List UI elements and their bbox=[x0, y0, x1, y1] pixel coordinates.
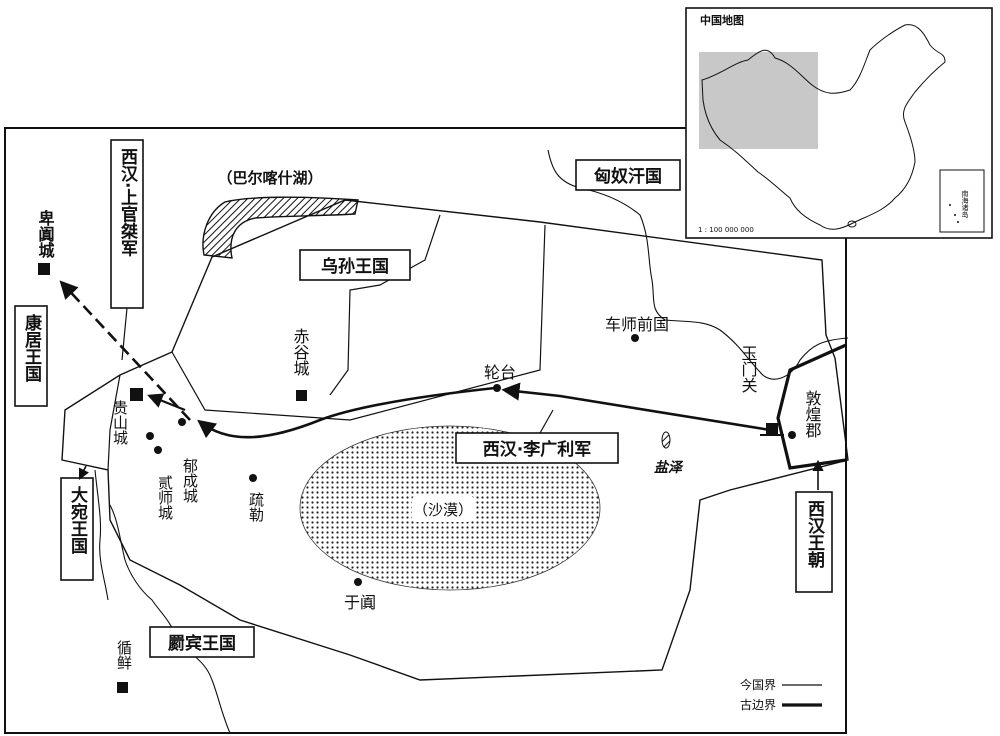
state-boundary-a bbox=[171, 224, 546, 421]
lake-label: （巴尔喀什湖） bbox=[217, 169, 322, 187]
state-boundary-b bbox=[329, 214, 441, 396]
xiongnu-box bbox=[575, 159, 681, 191]
li-guangli-route-east bbox=[501, 382, 771, 432]
ershi-marker bbox=[154, 446, 162, 454]
li-guangli-route-west bbox=[197, 386, 496, 439]
yucheng-label: 郁成城 bbox=[181, 458, 199, 504]
liguangli-pointer bbox=[539, 409, 554, 434]
legend-modern-label: 今国界 bbox=[740, 677, 776, 692]
cheshi-marker bbox=[631, 334, 639, 342]
yumen-pass-marker bbox=[766, 423, 778, 435]
yucheng-marker bbox=[178, 418, 186, 426]
modern-border-west-2 bbox=[94, 469, 109, 601]
lake-balkhash bbox=[202, 196, 359, 259]
bitian-marker bbox=[38, 263, 50, 275]
xiongnu-label: 匈奴汗国 bbox=[593, 166, 662, 187]
jibin-label: 罽宾王国 bbox=[167, 633, 236, 654]
liguangli-box bbox=[455, 432, 619, 464]
dayuan-pointer bbox=[78, 465, 90, 481]
dunhuang-label: 敦煌郡 bbox=[803, 390, 822, 438]
inset-china-outline bbox=[701, 24, 946, 230]
cheshi-label: 车师前国 bbox=[605, 315, 669, 334]
shule-marker bbox=[249, 474, 257, 482]
desert-label-bg bbox=[412, 496, 474, 522]
dayuan-box bbox=[60, 477, 94, 581]
luntai-label: 轮台 bbox=[484, 363, 516, 382]
li-guangli-route-final bbox=[147, 393, 186, 412]
han-ancient-border bbox=[776, 343, 847, 470]
guishan-marker bbox=[130, 388, 143, 401]
shule-label: 疏勒 bbox=[247, 492, 265, 523]
kangju-label: 康居王国 bbox=[21, 313, 42, 383]
salt-lake-label: 盐泽 bbox=[654, 459, 684, 476]
chigu-marker bbox=[296, 390, 307, 401]
inset-hainan bbox=[847, 220, 857, 228]
wusun-label: 乌孙王国 bbox=[321, 256, 389, 277]
xunxian-marker bbox=[117, 682, 128, 693]
inset-island-2 bbox=[954, 214, 956, 216]
region-boundary bbox=[61, 199, 849, 681]
luntai-marker bbox=[493, 384, 501, 392]
shangguan-pointer bbox=[121, 307, 128, 361]
inset-title: 中国地图 bbox=[700, 13, 744, 27]
yutian-marker bbox=[354, 578, 362, 586]
state-boundary-c bbox=[107, 374, 121, 471]
xunxian-label: 循鲜 bbox=[115, 640, 133, 670]
legend-ancient-label: 古边界 bbox=[740, 697, 776, 712]
inset-highlight bbox=[699, 52, 818, 149]
inset-scale: 1 : 100 000 000 bbox=[698, 226, 754, 234]
chigu-label: 赤谷城 bbox=[291, 328, 310, 377]
inset-island-3 bbox=[957, 221, 959, 223]
jibin-box bbox=[149, 626, 255, 658]
western-han-label: 西汉王朝 bbox=[804, 500, 825, 569]
desert-label: （沙漠） bbox=[413, 501, 473, 519]
yumen-label: 玉门关 bbox=[739, 345, 758, 393]
wusun-box bbox=[299, 249, 411, 281]
inset-south-sea-label: 南海诸岛 bbox=[961, 189, 969, 219]
dayuan-label: 大宛王国 bbox=[67, 485, 89, 555]
western-han-box bbox=[795, 491, 833, 593]
salt-lake bbox=[661, 431, 671, 449]
inset-south-sea-box bbox=[939, 169, 985, 233]
liguangli-label: 西汉·李广利军 bbox=[483, 439, 591, 460]
dunhuang-marker bbox=[788, 431, 796, 439]
kangju-box bbox=[14, 305, 48, 407]
guishan-label: 贵山城 bbox=[111, 400, 129, 446]
inset-island-1 bbox=[949, 204, 951, 206]
shangguan-route bbox=[59, 280, 191, 421]
guishan-dot bbox=[146, 432, 154, 440]
shangguan-box bbox=[110, 139, 144, 309]
ershi-label: 贰师城 bbox=[156, 474, 174, 521]
bitian-label: 卑阗城 bbox=[36, 209, 55, 259]
yutian-label: 于阗 bbox=[344, 593, 376, 612]
modern-border-west bbox=[109, 504, 231, 734]
shangguan-label: 西汉·上官桀军 bbox=[117, 148, 138, 257]
